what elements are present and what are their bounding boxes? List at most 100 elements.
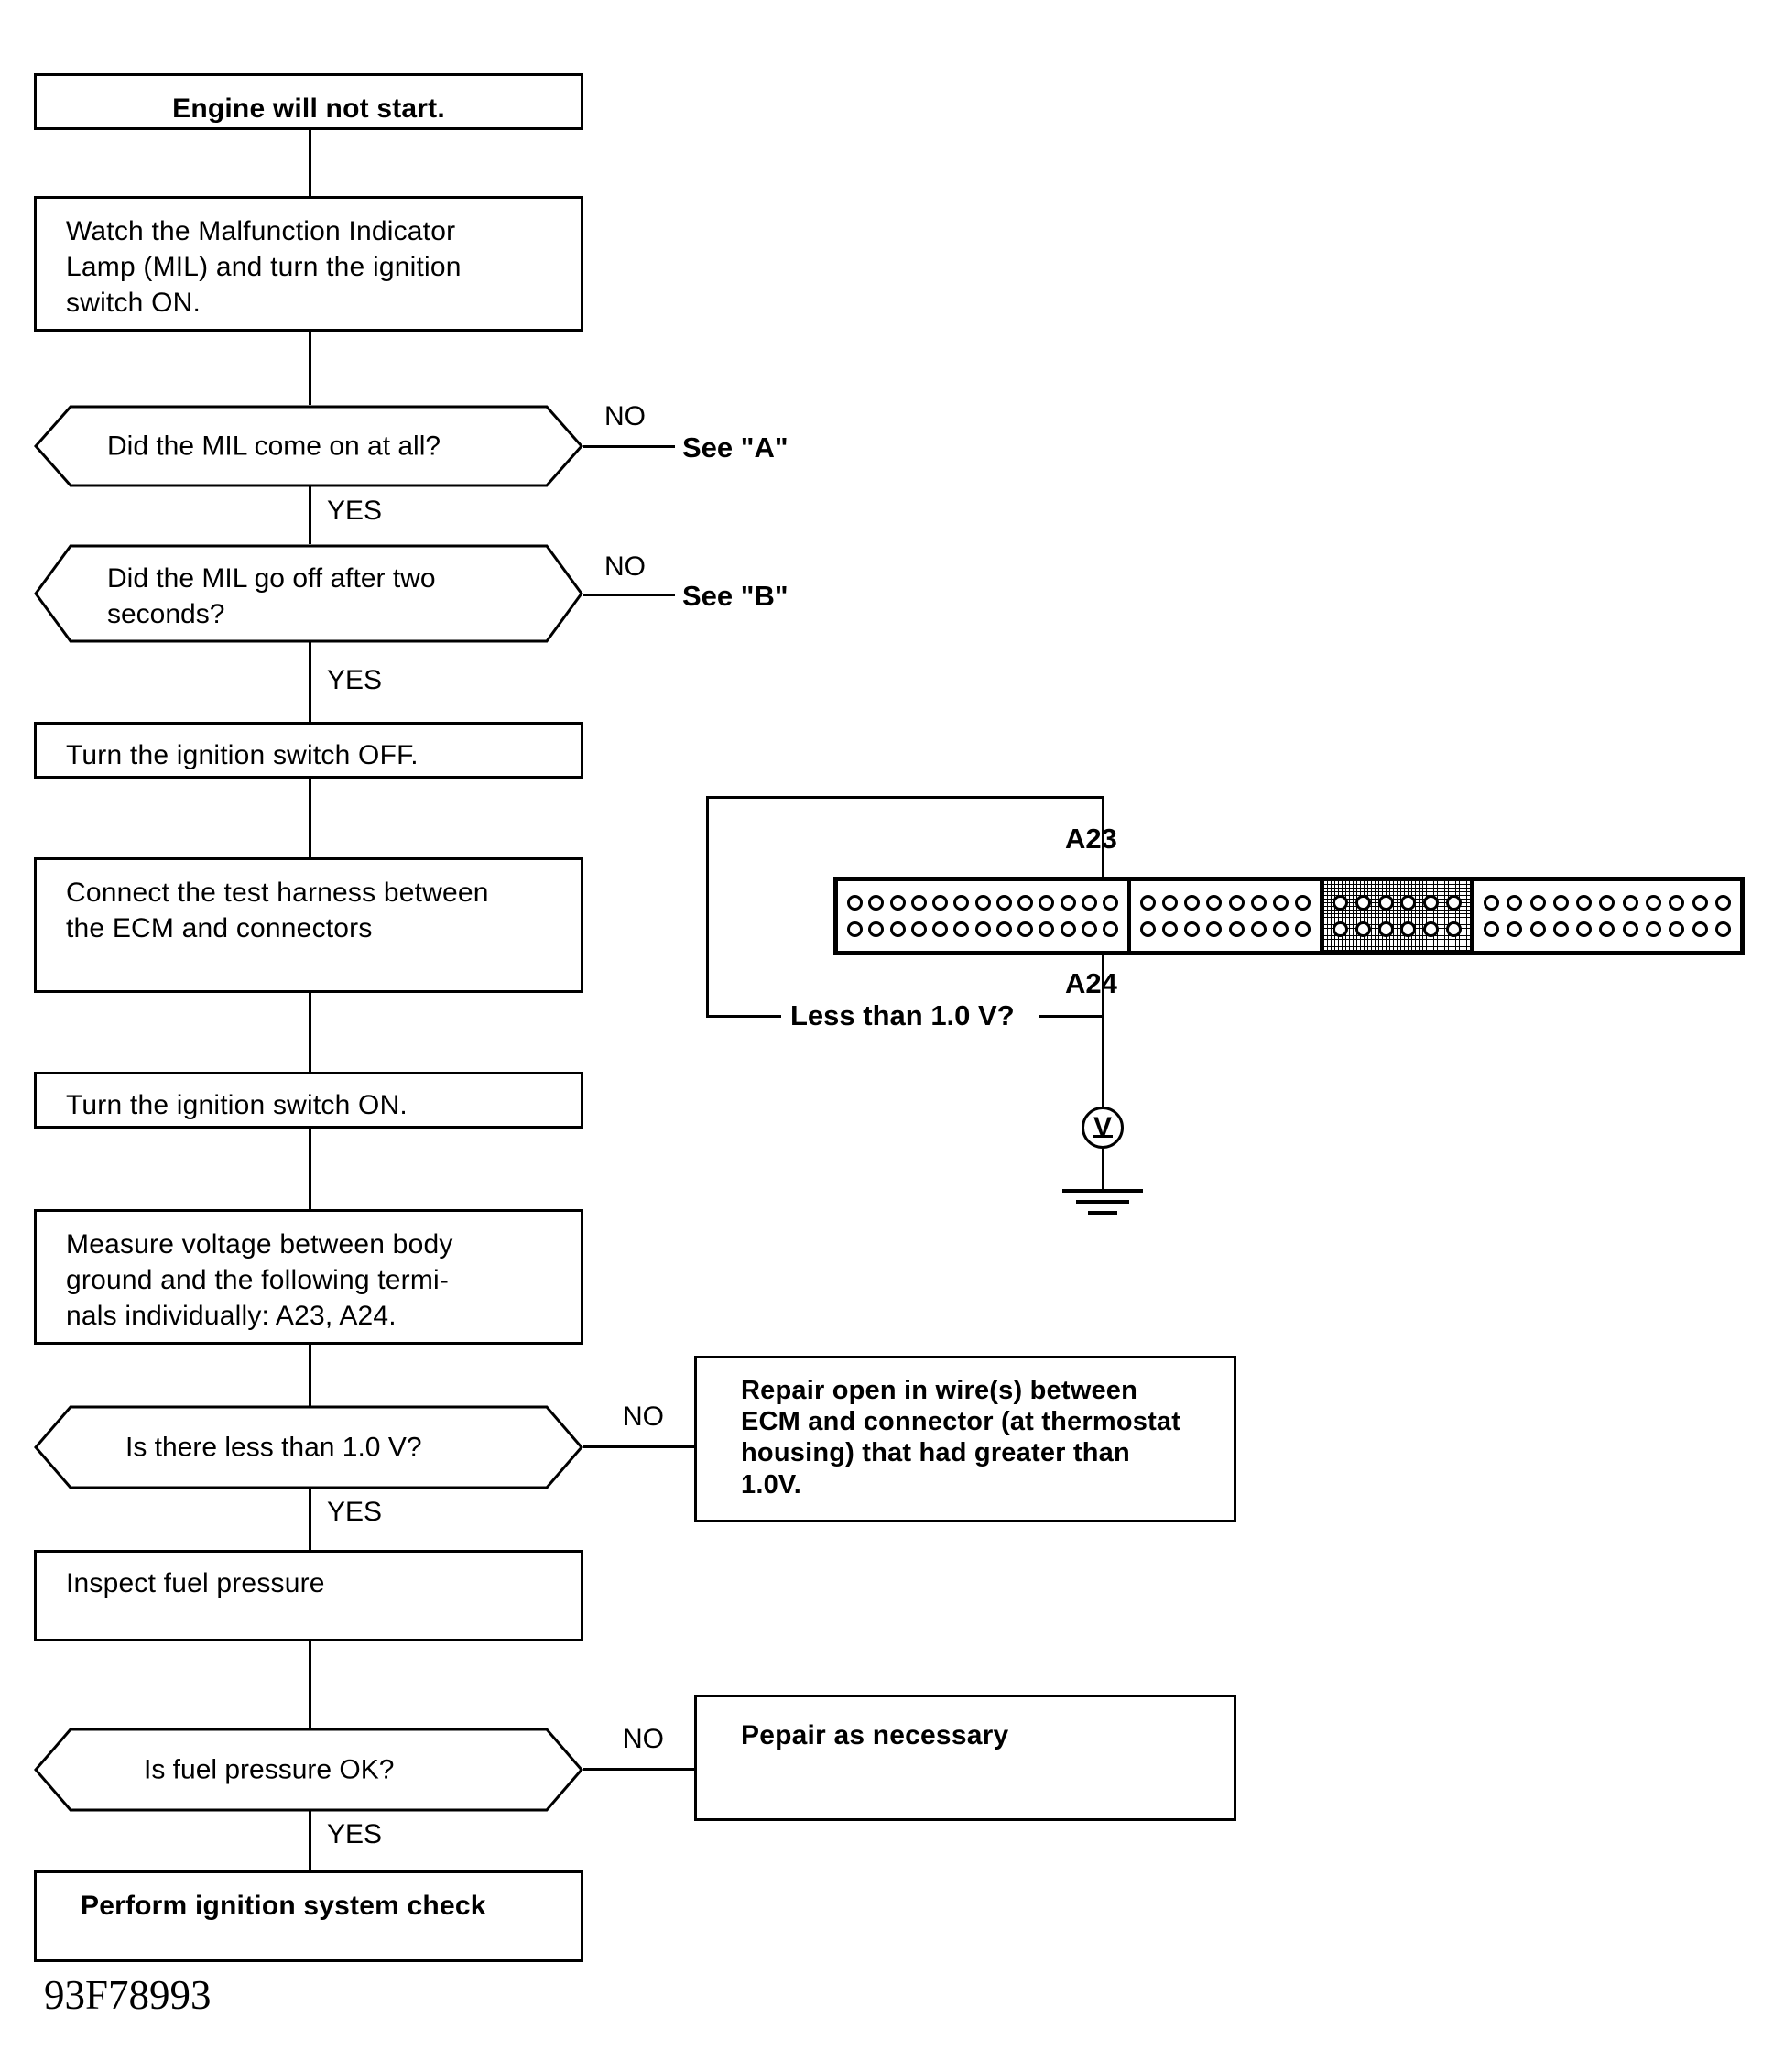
decision-mil-went-off-label: Did the MIL go off after two seconds? bbox=[107, 563, 436, 629]
node-connect-test-harness: Connect the test harness between the ECM… bbox=[34, 857, 583, 993]
decision-mil-came-on: Did the MIL come on at all? bbox=[34, 405, 583, 487]
connector-pin bbox=[1484, 921, 1499, 937]
connector-pin bbox=[1552, 895, 1569, 911]
ecm-connector bbox=[833, 877, 1745, 955]
hexagon-shape bbox=[34, 405, 583, 487]
node-inspect-fuel-pressure-label: Inspect fuel pressure bbox=[66, 1568, 325, 1598]
connector-pin bbox=[1333, 921, 1348, 937]
connector-pin bbox=[1206, 921, 1223, 937]
node-engine-will-not-start-label: Engine will not start. bbox=[172, 93, 445, 124]
connector-pin bbox=[1377, 921, 1394, 937]
connector-pin bbox=[1081, 895, 1097, 911]
node-turn-ignition-on-label: Turn the ignition switch ON. bbox=[66, 1090, 408, 1120]
node-turn-ignition-off-label: Turn the ignition switch OFF. bbox=[66, 740, 419, 770]
connector-harness-to-ignon bbox=[309, 993, 311, 1072]
node-engine-will-not-start: Engine will not start. bbox=[34, 73, 583, 130]
voltmeter-letter: V bbox=[1093, 1112, 1112, 1142]
branch-label-milon-no: NO bbox=[604, 401, 646, 431]
connector-pin bbox=[889, 895, 906, 911]
decision-mil-came-on-label: Did the MIL come on at all? bbox=[107, 431, 441, 462]
connector-pin bbox=[1354, 921, 1371, 937]
connector-pin bbox=[1162, 895, 1179, 911]
connector-fuelok-to-ignitioncheck bbox=[309, 1810, 311, 1870]
voltmeter-dc-bar bbox=[1093, 1135, 1113, 1138]
reference-see-a: See "A" bbox=[682, 431, 789, 463]
connector-pin bbox=[868, 921, 885, 937]
connector-pin bbox=[974, 921, 991, 937]
branch-label-milon-yes: YES bbox=[327, 496, 383, 526]
connector-pin bbox=[1140, 895, 1156, 911]
branch-label-miloff-no: NO bbox=[604, 551, 646, 582]
connector-pin bbox=[868, 895, 885, 911]
connector-pin bbox=[1507, 921, 1523, 937]
connector-pin bbox=[1400, 895, 1417, 911]
hexagon-shape bbox=[34, 544, 583, 643]
connector-pin bbox=[953, 895, 970, 911]
branch-line-fuelok-no bbox=[583, 1768, 694, 1771]
connector-pin bbox=[1484, 895, 1499, 911]
decision-fuel-pressure-ok-label: Is fuel pressure OK? bbox=[144, 1754, 395, 1785]
decision-fuel-pressure-ok: Is fuel pressure OK? bbox=[34, 1728, 583, 1812]
connector-pin bbox=[1228, 921, 1245, 937]
connector-pin bbox=[1294, 921, 1311, 937]
connector-pin bbox=[910, 895, 927, 911]
branch-label-lessthan-yes: YES bbox=[327, 1497, 383, 1527]
pin-row-bottom bbox=[1333, 921, 1462, 937]
connector-pin bbox=[910, 921, 927, 937]
connector-pin bbox=[1039, 921, 1055, 937]
connector-pin bbox=[1714, 895, 1731, 911]
pin-row-bottom bbox=[1140, 921, 1311, 937]
connector-block-2 bbox=[1131, 881, 1323, 951]
connector-miloff-to-ignoff bbox=[309, 641, 311, 722]
decision-mil-went-off: Did the MIL go off after two seconds? bbox=[34, 544, 583, 643]
connector-pin bbox=[1250, 895, 1267, 911]
connector-pin bbox=[1576, 895, 1593, 911]
measure-route-left bbox=[706, 796, 709, 1018]
connector-pin bbox=[1272, 895, 1289, 911]
connector-pin bbox=[1423, 921, 1440, 937]
node-perform-ignition-check: Perform ignition system check bbox=[34, 1870, 583, 1962]
connector-watch-to-milon bbox=[309, 332, 311, 405]
connector-pin bbox=[889, 921, 906, 937]
connector-pin bbox=[1669, 921, 1685, 937]
ground-icon-bar-1 bbox=[1062, 1189, 1143, 1193]
connector-pin bbox=[1576, 921, 1593, 937]
node-repair-as-necessary-label: Pepair as necessary bbox=[741, 1720, 1009, 1750]
node-measure-voltage-label: Measure voltage between body ground and … bbox=[66, 1229, 453, 1331]
decision-less-than-1v-label: Is there less than 1.0 V? bbox=[125, 1432, 422, 1463]
connector-pin bbox=[1162, 921, 1179, 937]
pin-row-top bbox=[1484, 895, 1731, 911]
connector-pin bbox=[1445, 921, 1462, 937]
node-repair-open-wires-label: Repair open in wire(s) between ECM and c… bbox=[741, 1376, 1181, 1499]
connector-milon-to-miloff bbox=[309, 485, 311, 544]
measure-route-top bbox=[706, 796, 1104, 799]
hexagon-shape bbox=[34, 1405, 583, 1489]
voltmeter-to-ground-lead bbox=[1102, 1149, 1104, 1189]
connector-pin bbox=[932, 921, 948, 937]
connector-pin bbox=[847, 895, 863, 911]
measurement-note-less-than-1v: Less than 1.0 V? bbox=[790, 999, 1015, 1031]
connector-pin bbox=[1507, 895, 1523, 911]
connector-pin bbox=[1599, 895, 1615, 911]
connector-ignon-to-measure bbox=[309, 1129, 311, 1209]
measure-route-bottom bbox=[706, 1015, 781, 1018]
connector-pin bbox=[1081, 921, 1097, 937]
connector-pin bbox=[1445, 895, 1462, 911]
probe-line-a24 bbox=[1102, 951, 1104, 1107]
connector-block-3-shaded bbox=[1323, 881, 1474, 951]
branch-line-miloff-no bbox=[583, 594, 675, 596]
connector-pin bbox=[974, 895, 991, 911]
node-perform-ignition-check-label: Perform ignition system check bbox=[81, 1891, 486, 1921]
connector-pin bbox=[1039, 895, 1055, 911]
connector-block-1 bbox=[838, 881, 1131, 951]
connector-pin bbox=[1184, 895, 1201, 911]
pin-row-bottom bbox=[847, 921, 1118, 937]
connector-pin bbox=[995, 895, 1012, 911]
branch-label-lessthan-no: NO bbox=[623, 1401, 664, 1432]
pin-row-top bbox=[847, 895, 1118, 911]
connector-pin bbox=[1692, 895, 1708, 911]
connector-block-4 bbox=[1474, 881, 1740, 951]
connector-pin bbox=[1599, 921, 1615, 937]
branch-label-fuelok-no: NO bbox=[623, 1724, 664, 1754]
